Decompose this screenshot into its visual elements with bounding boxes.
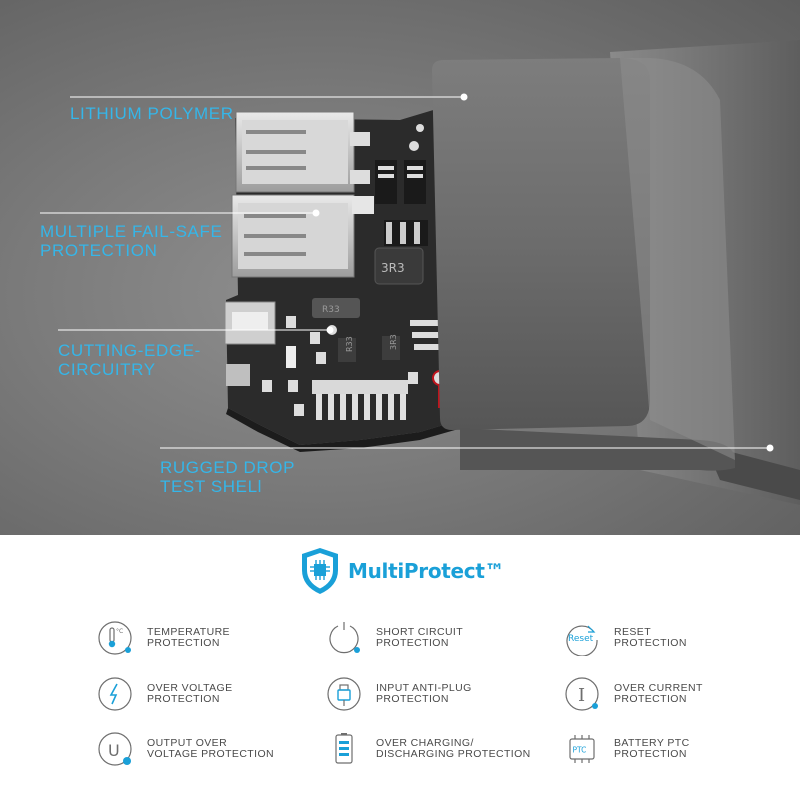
callout-circuitry: CUTTING-EDGE- CIRCUITRY: [58, 341, 201, 379]
svg-text:U: U: [108, 741, 120, 760]
svg-text:Reset: Reset: [568, 634, 594, 644]
features-panel: [0, 535, 800, 800]
usb-port-1: [235, 111, 370, 193]
chip-label-b: R33: [345, 336, 354, 352]
feature-label: OVER CURRENT PROTECTION: [614, 681, 703, 705]
chip-label-c: 3R3: [389, 334, 398, 350]
chip-label-a: R33: [322, 305, 340, 315]
power-icon: [329, 622, 360, 654]
callout-lithium-polymer: LITHIUM POLYMER: [70, 104, 234, 123]
feature-label: BATTERY PTC PROTECTION: [614, 736, 690, 760]
thermometer-icon: °C: [98, 621, 132, 655]
feature-temperature: °C TEMPERATURE PROTECTION: [97, 620, 230, 656]
feature-output-over-voltage: U OUTPUT OVER VOLTAGE PROTECTION: [97, 731, 274, 767]
usb-port-2: [231, 194, 355, 278]
feature-over-current: I OVER CURRENT PROTECTION: [564, 676, 703, 712]
feature-label: TEMPERATURE PROTECTION: [147, 625, 230, 649]
brand-name: MultiProtect™: [348, 559, 505, 583]
svg-text:°C: °C: [116, 628, 123, 635]
ptc-chip-icon: PTC: [569, 735, 595, 763]
current-icon: I: [565, 677, 599, 711]
feature-short-circuit: SHORT CIRCUIT PROTECTION: [326, 620, 463, 656]
feature-over-charging: OVER CHARGING/ DISCHARGING PROTECTION: [326, 731, 531, 767]
inductor-label: 3R3: [381, 261, 405, 275]
callout-fail-safe: MULTIPLE FAIL-SAFE PROTECTION: [40, 222, 223, 260]
voltage-u-icon: U: [98, 732, 132, 766]
battery-icon: [335, 733, 353, 764]
svg-text:I: I: [578, 685, 585, 706]
reset-icon: Reset: [566, 625, 598, 656]
feature-label: SHORT CIRCUIT PROTECTION: [376, 625, 464, 649]
feature-reset: Reset RESET PROTECTION: [564, 620, 687, 656]
lightning-icon: [98, 677, 132, 711]
feature-battery-ptc: PTC BATTERY PTC PROTECTION: [564, 731, 690, 767]
svg-text:PTC: PTC: [573, 746, 587, 755]
shield-chip-icon: [302, 548, 338, 594]
feature-label: OUTPUT OVER VOLTAGE PROTECTION: [147, 736, 274, 760]
feature-anti-plug: INPUT ANTI-PLUG PROTECTION: [326, 676, 472, 712]
feature-label: INPUT ANTI-PLUG PROTECTION: [376, 681, 472, 705]
feature-label: OVER VOLTAGE PROTECTION: [147, 681, 233, 705]
pcb-components: [262, 124, 442, 416]
feature-label: OVER CHARGING/ DISCHARGING PROTECTION: [376, 736, 531, 760]
feature-over-voltage: OVER VOLTAGE PROTECTION: [97, 676, 233, 712]
battery-block: [432, 58, 735, 471]
plug-icon: [327, 677, 361, 711]
brand-heading: MultiProtect™: [298, 543, 505, 599]
battery-connector: [312, 380, 408, 420]
micro-usb-port: [224, 301, 276, 386]
feature-label: RESET PROTECTION: [614, 625, 687, 649]
callout-drop-test-shell: RUGGED DROP TEST SHELl: [160, 458, 296, 496]
power-bank-illustration: 3R3 R33 R33 3R3: [40, 40, 800, 505]
product-hero: 3R3 R33 R33 3R3 LITHIUM POLYMER MULTIPLE…: [0, 0, 800, 535]
callout-lines: [40, 93, 774, 452]
